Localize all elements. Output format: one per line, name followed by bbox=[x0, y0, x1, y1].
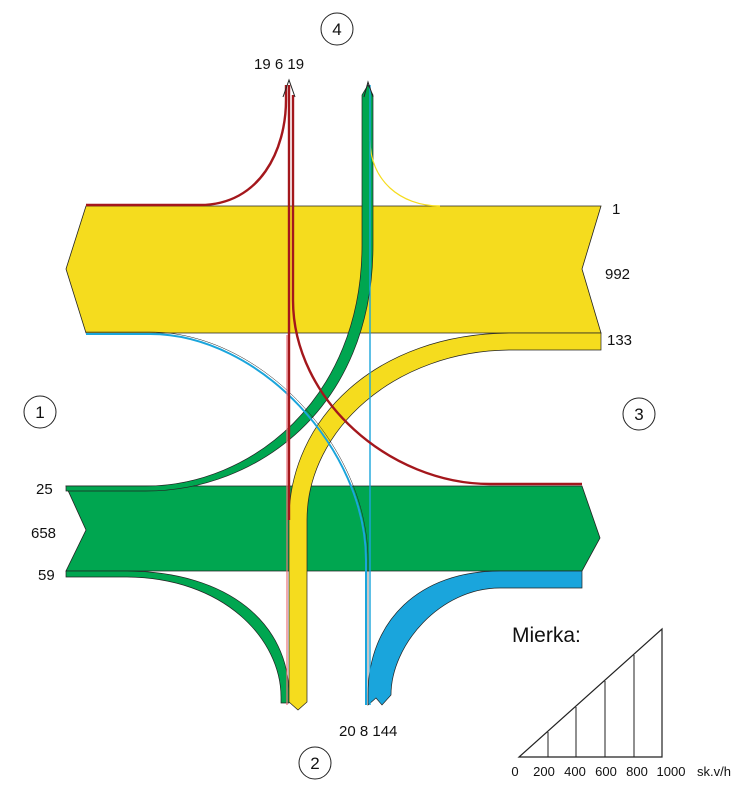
scale-tick-800: 800 bbox=[626, 764, 648, 779]
node-1-label: 1 bbox=[35, 403, 44, 422]
flow-arrowhead-red bbox=[282, 78, 296, 98]
node-4-label: 4 bbox=[332, 20, 341, 39]
flow-blue-west-turn-outline bbox=[86, 331, 369, 705]
flow-arrowhead-blue bbox=[363, 80, 374, 98]
node-4-marker: 4 bbox=[320, 12, 354, 46]
flow-green-right-turn bbox=[65, 570, 290, 704]
node-3-marker: 3 bbox=[622, 397, 656, 431]
scale-tick-600: 600 bbox=[595, 764, 617, 779]
scale-tick-1000: 1000 bbox=[657, 764, 686, 779]
node-2-label: 2 bbox=[310, 754, 319, 773]
scale-tick-0: 0 bbox=[511, 764, 518, 779]
label-west-top: 25 bbox=[36, 481, 53, 498]
scale-triangle bbox=[517, 627, 663, 758]
flow-red-right-turn bbox=[86, 85, 288, 207]
label-east-mid: 992 bbox=[605, 266, 630, 283]
flow-yellow-left-turn bbox=[288, 332, 602, 711]
scale-unit: sk.v/h bbox=[697, 764, 731, 779]
label-east-top: 1 bbox=[612, 201, 620, 218]
node-2-marker: 2 bbox=[298, 746, 332, 780]
flow-yellow-right-turn bbox=[369, 139, 441, 207]
scale-tick-400: 400 bbox=[564, 764, 586, 779]
flow-band-yellow-main bbox=[65, 205, 602, 334]
label-east-bottom: 133 bbox=[607, 332, 632, 349]
flow-blue-west-turn bbox=[86, 333, 367, 705]
scale-legend: Mierka: 0 200 400 600 800 1000 sk.v/h bbox=[511, 624, 731, 779]
flow-red-left-turn bbox=[291, 95, 582, 486]
flow-band-green-main bbox=[65, 485, 601, 572]
flow-blue-right-turn bbox=[367, 570, 583, 706]
label-top-volumes: 19 6 19 bbox=[254, 56, 304, 73]
label-west-mid: 658 bbox=[31, 525, 56, 542]
node-1-marker: 1 bbox=[23, 395, 57, 429]
label-west-bottom: 59 bbox=[38, 567, 55, 584]
scale-title: Mierka: bbox=[512, 624, 581, 647]
scale-tick-200: 200 bbox=[533, 764, 555, 779]
node-3-label: 3 bbox=[634, 405, 643, 424]
label-bottom-volumes: 20 8 144 bbox=[339, 723, 397, 740]
